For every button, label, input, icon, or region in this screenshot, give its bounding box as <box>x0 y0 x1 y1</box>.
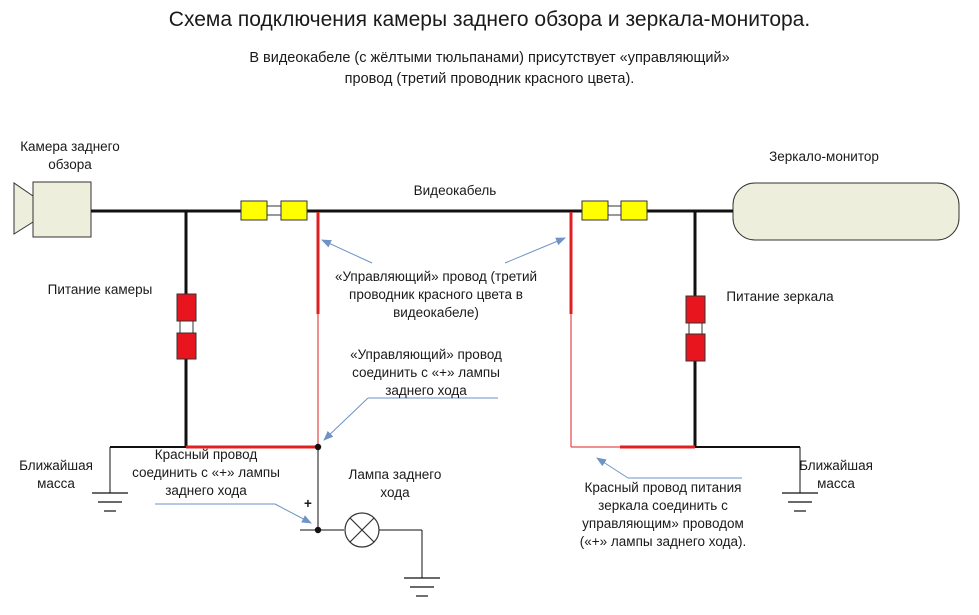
subtitle-line-1: В видеокабеле (с жёлтыми тюльпанами) при… <box>249 50 730 66</box>
camera-power-wire <box>176 211 197 447</box>
mirror-power-label: Питание зеркала <box>726 289 834 304</box>
diagram-title: Схема подключения камеры заднего обзора … <box>168 8 811 31</box>
rear-camera <box>13 181 92 238</box>
ground-left <box>92 446 186 512</box>
subtitle-line-2: провод (третий проводник красного цвета)… <box>344 71 635 87</box>
video-cable-label: Видеокабель <box>413 183 497 198</box>
mirror-monitor <box>732 182 960 241</box>
video-connector-right <box>581 200 648 221</box>
camera-power-label: Питание камеры <box>47 282 153 297</box>
control-wire-left <box>186 212 322 530</box>
mirror-power-wire <box>685 211 706 447</box>
reverse-lamp <box>300 512 440 597</box>
control-wire-right <box>569 212 695 449</box>
mirror-label: Зеркало-монитор <box>769 149 879 164</box>
video-connector-left <box>240 200 308 221</box>
plus-sign: + <box>304 496 312 511</box>
callout-arrows <box>155 237 742 524</box>
ground-right <box>695 446 818 512</box>
